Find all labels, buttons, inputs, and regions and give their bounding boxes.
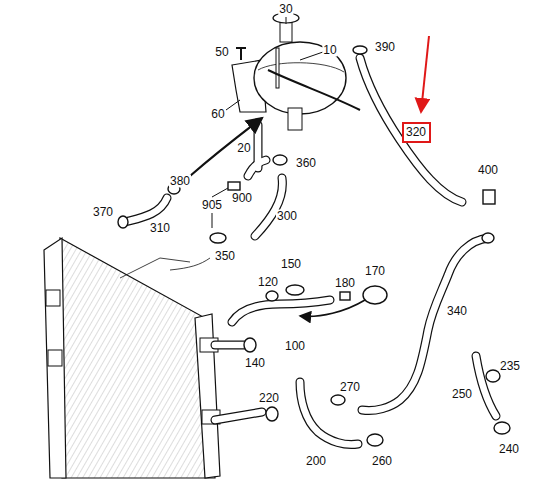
callout-number: 300: [276, 210, 298, 223]
callout-number: 220: [258, 392, 280, 405]
callout-number: 270: [339, 381, 361, 394]
callout-number: 340: [446, 305, 468, 318]
callout-number: 310: [149, 222, 171, 235]
callout-number: 60: [210, 108, 225, 121]
callout-number: 170: [364, 265, 386, 278]
callout-number: 50: [214, 46, 229, 59]
callout-number: 400: [477, 164, 499, 177]
callout-number: 390: [374, 41, 396, 54]
callout-number: 200: [305, 455, 327, 468]
callout-number: 20: [236, 142, 251, 155]
callout-number: 180: [334, 277, 356, 290]
callout-number: 235: [499, 360, 521, 373]
highlight-box: 320: [402, 122, 431, 143]
callout-number: 10: [322, 44, 337, 57]
callout-number: 360: [295, 157, 317, 170]
callout-number: 250: [451, 388, 473, 401]
callout-number: 260: [371, 455, 393, 468]
callout-number: 240: [498, 443, 520, 456]
callout-number: 350: [214, 250, 236, 263]
callout-number: 370: [92, 206, 114, 219]
callout-number: 120: [257, 276, 279, 289]
callout-number: 150: [280, 258, 302, 271]
callout-number: 380: [169, 175, 191, 188]
callout-number: 100: [284, 340, 306, 353]
callout-number: 900: [231, 192, 253, 205]
callout-number: 30: [278, 3, 293, 16]
callout-number: 140: [244, 357, 266, 370]
callout-number: 905: [201, 199, 223, 212]
callout-number: 320: [406, 126, 429, 139]
